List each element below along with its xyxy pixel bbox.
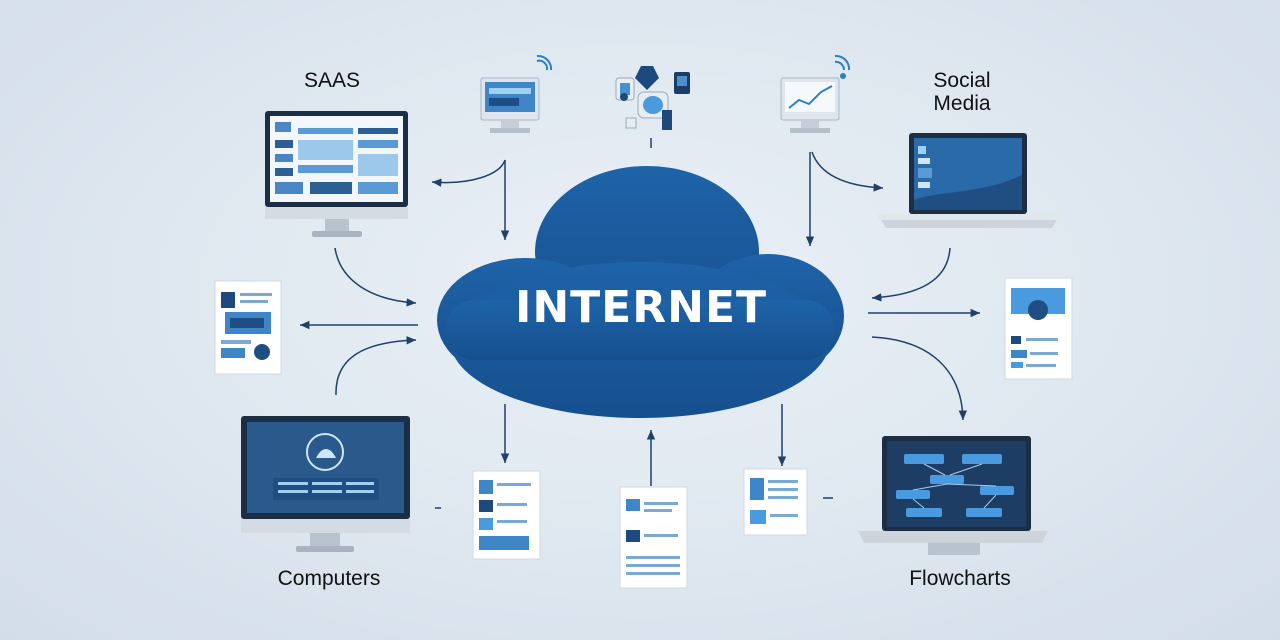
social-media-laptop — [878, 133, 1060, 228]
computers-monitor — [241, 416, 410, 552]
document-left — [214, 280, 282, 375]
arrow-cloud-to-flowcharts — [871, 336, 968, 421]
arrow-social-to-cloud — [871, 247, 951, 302]
label-social-media: Social Media — [933, 69, 991, 115]
document-bottom-left — [472, 470, 541, 560]
label-computers: Computers — [277, 567, 381, 590]
device-cluster-top-center — [615, 66, 690, 130]
label-flowcharts: Flowcharts — [909, 567, 1011, 590]
document-right — [1004, 277, 1073, 380]
arrow-saas-to-cloud — [334, 247, 417, 307]
small-monitor-top-left — [480, 54, 553, 133]
connector-arrows — [300, 138, 980, 509]
small-monitor-top-right — [780, 54, 851, 133]
internet-title: INTERNET — [514, 282, 768, 333]
flowcharts-laptop — [858, 436, 1048, 555]
arrow-to-saas — [431, 159, 506, 187]
saas-monitor — [265, 111, 408, 237]
internet-cloud — [437, 166, 844, 418]
document-bottom-right — [743, 468, 808, 536]
arrow-to-social-laptop — [811, 151, 884, 192]
arrow-left-to-cloud — [335, 336, 417, 396]
label-saas: SAAS — [303, 69, 361, 92]
document-bottom-center — [619, 486, 688, 589]
